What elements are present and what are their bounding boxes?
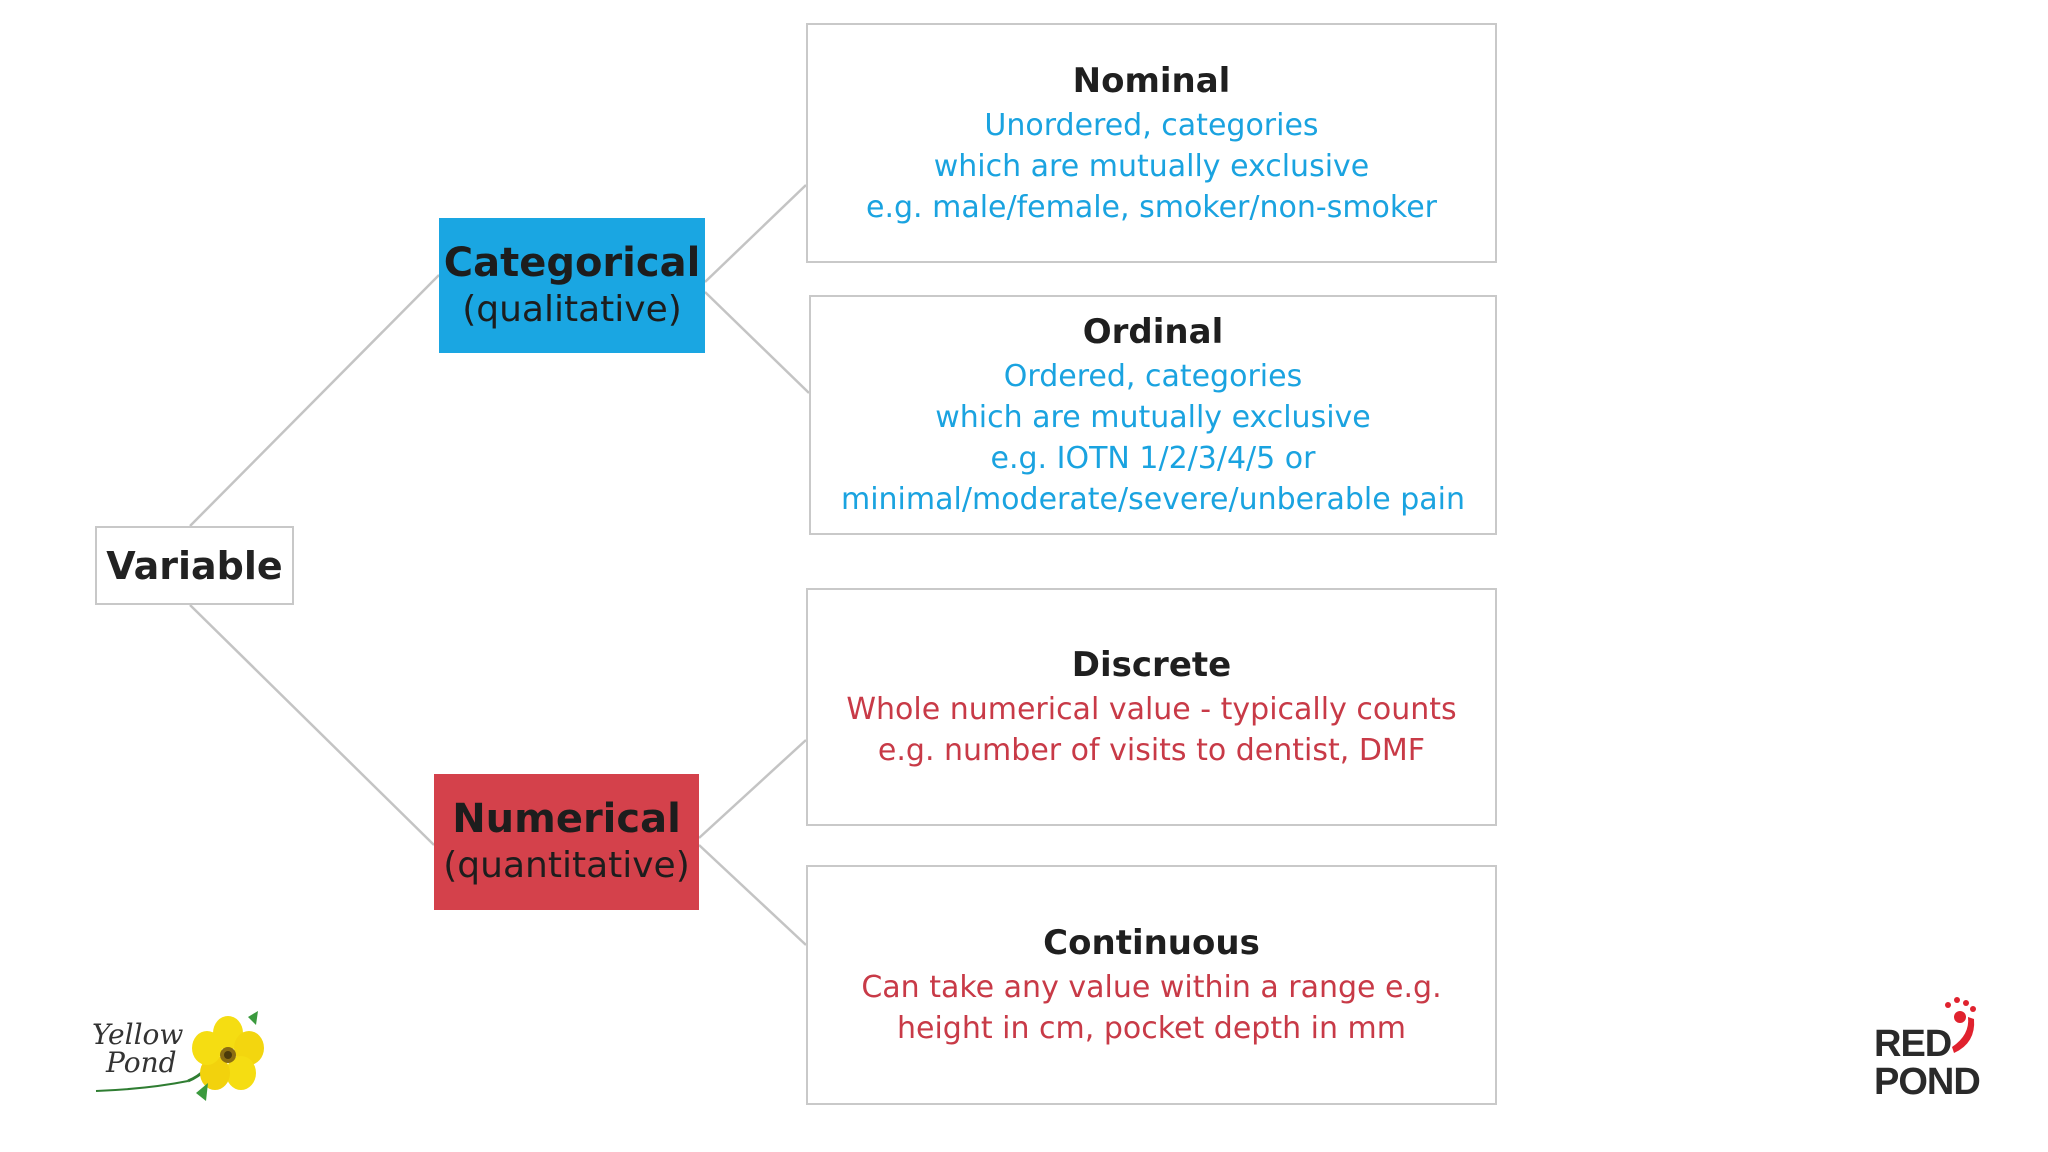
discrete-line-1: Whole numerical value - typically counts: [846, 692, 1457, 727]
variable-label: Variable: [106, 543, 283, 588]
connector-categorical-ordinal: [704, 291, 810, 394]
discrete-line-2: e.g. number of visits to dentist, DMF: [877, 733, 1426, 768]
nominal-node: Nominal Unordered, categories which are …: [806, 23, 1497, 263]
connector-categorical-nominal: [704, 184, 807, 283]
yellow-pond-logo-line2: Pond: [106, 1046, 177, 1079]
yellow-pond-logo-line1: Yellow: [92, 1018, 184, 1051]
ordinal-node: Ordinal Ordered, categories which are mu…: [809, 295, 1497, 535]
nominal-title: Nominal: [1072, 60, 1231, 101]
continuous-node: Continuous Can take any value within a r…: [806, 865, 1497, 1105]
connector-variable-categorical: [189, 274, 440, 527]
runner-icon: [1945, 997, 1976, 1053]
categorical-subtitle: (qualitative): [462, 288, 682, 330]
nominal-line-1: Unordered, categories: [984, 107, 1319, 143]
red-pond-logo: RED POND: [1870, 995, 1990, 1105]
continuous-line-1: Can take any value within a range e.g.: [861, 970, 1442, 1005]
categorical-node: Categorical (qualitative): [439, 218, 705, 353]
connector-variable-numerical: [189, 604, 435, 846]
red-pond-logo-line2: POND: [1874, 1061, 1981, 1103]
connector-numerical-continuous: [698, 844, 807, 946]
connector-numerical-discrete: [698, 739, 807, 839]
numerical-subtitle: (quantitative): [443, 845, 690, 886]
nominal-line-3: e.g. male/female, smoker/non-smoker: [865, 189, 1438, 225]
continuous-line-2: height in cm, pocket depth in mm: [897, 1011, 1406, 1046]
yellow-pond-logo: Yellow Pond: [88, 1005, 278, 1115]
discrete-title: Discrete: [1071, 645, 1232, 685]
variable-node: Variable: [95, 526, 294, 605]
ordinal-line-1: Ordered, categories: [1003, 359, 1303, 394]
ordinal-title: Ordinal: [1082, 312, 1224, 352]
numerical-title: Numerical: [452, 796, 681, 842]
numerical-node: Numerical (quantitative): [434, 774, 699, 910]
categorical-title: Categorical: [443, 239, 701, 286]
discrete-node: Discrete Whole numerical value - typical…: [806, 588, 1497, 826]
red-pond-logo-line1: RED: [1874, 1023, 1952, 1065]
ordinal-line-3: e.g. IOTN 1/2/3/4/5 or: [990, 441, 1316, 476]
ordinal-line-4: minimal/moderate/severe/unberable pain: [840, 482, 1465, 517]
ordinal-line-2: which are mutually exclusive: [935, 400, 1371, 435]
flower-icon: [95, 1011, 264, 1101]
nominal-line-2: which are mutually exclusive: [933, 148, 1370, 184]
continuous-title: Continuous: [1043, 923, 1260, 963]
